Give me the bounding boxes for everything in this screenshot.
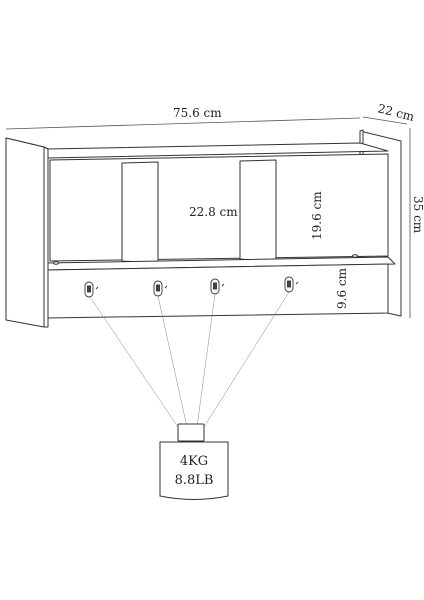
load-line-2 [157, 295, 188, 428]
left-side-panel-edge [43, 146, 49, 328]
compartment-height-label: 19.6 cm [310, 191, 324, 240]
height-label: 35 cm [411, 196, 424, 234]
divider-2 [239, 159, 277, 263]
coat-hook-1 [84, 281, 99, 298]
dimension-lines [5, 116, 411, 318]
weight-imperial-label: 8.8LB [175, 473, 214, 488]
depth-dimension-line [362, 116, 408, 125]
weight-body [159, 441, 229, 500]
load-line-1 [89, 296, 179, 428]
shelf-screw-1 [53, 261, 59, 265]
compartment-width-label: 22.8 cm [189, 205, 238, 219]
load-lines [89, 291, 290, 428]
load-line-3 [196, 293, 216, 428]
weight-handle [177, 423, 205, 442]
weight-metric-label: 4KG [180, 454, 208, 469]
left-side-panel [5, 137, 45, 328]
weight-block [159, 423, 229, 500]
width-label: 75.6 cm [173, 106, 222, 120]
depth-label: 22 cm [376, 101, 416, 124]
hook-rail-height-label: 9.6 cm [335, 267, 349, 309]
width-dimension-line [5, 117, 361, 130]
shelf-screw-2 [352, 254, 358, 258]
divider-1 [121, 161, 159, 264]
load-line-4 [203, 291, 290, 428]
